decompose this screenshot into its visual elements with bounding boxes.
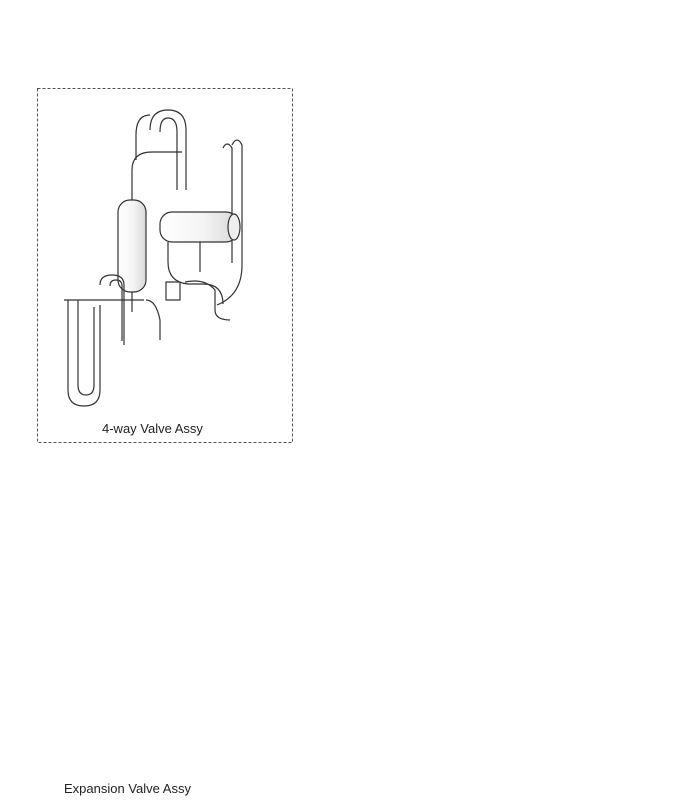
four-way-valve-group bbox=[37, 88, 293, 443]
four-way-valve-drawing bbox=[64, 109, 243, 407]
expansion-valve-label: Expansion Valve Assy bbox=[64, 781, 191, 796]
four-way-valve-frame bbox=[37, 88, 293, 443]
four-way-valve-label: 4-way Valve Assy bbox=[102, 421, 203, 436]
